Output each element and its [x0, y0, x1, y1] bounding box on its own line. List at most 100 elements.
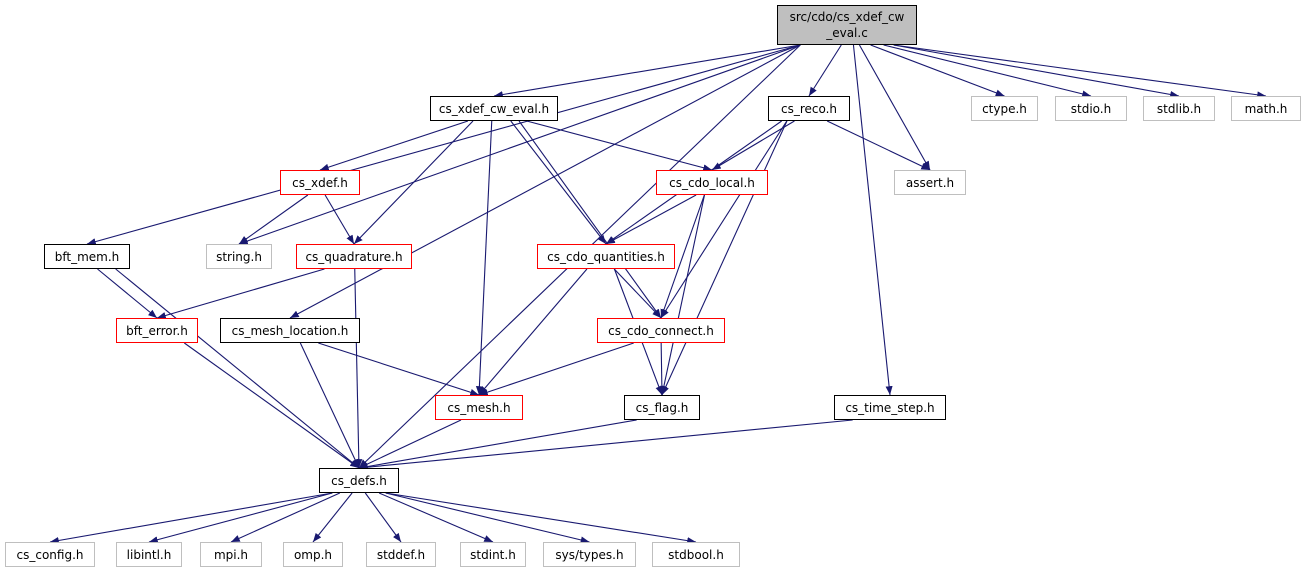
node-label: cs_mesh.h	[447, 400, 511, 415]
node-cs-cdo-connect-h[interactable]: cs_cdo_connect.h	[597, 318, 725, 343]
node-cs-time-step-h[interactable]: cs_time_step.h	[834, 395, 946, 420]
edge-cs-defs-h-to-cs-config-h	[49, 492, 333, 544]
node-label: cs_cdo_quantities.h	[547, 249, 665, 264]
edge-cs-defs-h-to-stdint-h	[378, 492, 494, 543]
node-string-h: string.h	[206, 244, 272, 269]
edge-cs-xdef-cw-eval-h-to-cs-cdo-quantities-h	[510, 120, 607, 245]
edge-cs-xdef-cw-eval-h-to-cs-cdo-local-h	[526, 120, 713, 172]
node-stdbool-h: stdbool.h	[652, 542, 740, 567]
node-label: cs_cdo_local.h	[669, 175, 755, 190]
edge-cs-time-step-h-to-cs-defs-h	[358, 419, 853, 471]
edge-root-to-string-h	[238, 44, 801, 245]
edge-cs-defs-h-to-mpi-h	[230, 492, 341, 543]
node-label: stdint.h	[470, 547, 516, 562]
edge-cs-cdo-local-h-to-cs-flag-h	[660, 194, 706, 396]
node-cs-reco-h[interactable]: cs_reco.h	[768, 96, 850, 121]
edge-cs-reco-h-to-cs-cdo-connect-h	[660, 120, 788, 319]
edge-root-to-stdlib-h	[893, 44, 1180, 98]
node-cs-xdef-cw-eval-h[interactable]: cs_xdef_cw_eval.h	[430, 96, 558, 121]
edge-cs-xdef-cw-eval-h-to-cs-mesh-h	[475, 120, 493, 396]
node-assert-h: assert.h	[894, 170, 966, 195]
node-math-h: math.h	[1231, 96, 1301, 121]
node-cs-mesh-location-h[interactable]: cs_mesh_location.h	[220, 318, 360, 343]
edge-cs-defs-h-to-omp-h	[312, 492, 353, 543]
node-stdlib-h: stdlib.h	[1143, 96, 1215, 121]
node-label: cs_mesh_location.h	[231, 323, 349, 338]
edge-root-to-cs-reco-h	[808, 44, 842, 97]
node-label: cs_flag.h	[635, 400, 689, 415]
edge-cs-quadrature-h-to-cs-defs-h	[354, 268, 363, 469]
node-label: cs_xdef_cw_eval.h	[438, 101, 550, 116]
node-label: bft_mem.h	[54, 249, 120, 264]
node-label: cs_time_step.h	[845, 400, 935, 415]
edge-cs-xdef-cw-eval-h-to-cs-quadrature-h	[353, 120, 474, 245]
node-label: stdlib.h	[1156, 101, 1202, 116]
node-label: mpi.h	[213, 547, 249, 562]
node-ctype-h: ctype.h	[971, 96, 1038, 121]
node-label: cs_quadrature.h	[305, 249, 403, 264]
node-bft-error-h[interactable]: bft_error.h	[116, 318, 198, 343]
edge-cs-xdef-cw-eval-h-to-cs-xdef-h	[319, 120, 469, 171]
node-label: cs_cdo_connect.h	[608, 323, 714, 338]
edge-cs-cdo-connect-h-to-cs-mesh-h	[478, 342, 634, 396]
edge-cs-defs-h-to-sys-types-h	[385, 492, 590, 544]
node-cs-cdo-quantities-h[interactable]: cs_cdo_quantities.h	[537, 244, 675, 269]
edge-cs-defs-h-to-libintl-h	[148, 492, 333, 544]
edge-cs-mesh-h-to-cs-defs-h	[358, 419, 462, 469]
node-stdint-h: stdint.h	[460, 542, 526, 567]
edge-cs-cdo-local-h-to-cs-cdo-quantities-h	[605, 194, 697, 245]
edge-cs-xdef-h-to-string-h	[238, 194, 309, 245]
node-cs-defs-h[interactable]: cs_defs.h	[319, 468, 399, 493]
node-label: ctype.h	[982, 101, 1027, 116]
edge-cs-cdo-quantities-h-to-cs-cdo-connect-h	[613, 268, 662, 319]
edge-cs-mesh-location-h-to-cs-mesh-h	[318, 342, 480, 396]
node-label: cs_xdef.h	[292, 175, 348, 190]
node-label: stdbool.h	[668, 547, 724, 562]
node-bft-mem-h[interactable]: bft_mem.h	[44, 244, 130, 269]
edge-bft-error-h-to-cs-defs-h	[184, 342, 360, 469]
edge-cs-defs-h-to-stdbool-h	[385, 492, 697, 545]
edge-root-to-cs-time-step-h	[852, 44, 893, 396]
edge-cs-quadrature-h-to-bft-error-h	[156, 268, 325, 319]
node-label: stdio.h	[1070, 101, 1112, 116]
node-stdio-h: stdio.h	[1055, 96, 1127, 121]
node-label: sys/types.h	[555, 547, 624, 562]
node-sys-types-h: sys/types.h	[543, 542, 636, 567]
edge-layer	[49, 44, 1267, 545]
edge-root-to-assert-h	[858, 44, 931, 171]
edge-root-to-cs-xdef-cw-eval-h	[493, 44, 801, 99]
edge-cs-cdo-local-h-to-cs-cdo-connect-h	[660, 194, 705, 319]
node-cs-xdef-h[interactable]: cs_xdef.h	[280, 170, 360, 195]
node-root: src/cdo/cs_xdef_cw _eval.c	[777, 5, 917, 45]
node-cs-mesh-h[interactable]: cs_mesh.h	[435, 395, 523, 420]
node-cs-config-h: cs_config.h	[5, 542, 95, 567]
node-libintl-h: libintl.h	[116, 542, 182, 567]
node-root-label-line2: _eval.c	[826, 26, 868, 40]
edge-cs-xdef-h-to-cs-quadrature-h	[324, 194, 355, 245]
edge-cs-mesh-location-h-to-cs-defs-h	[299, 342, 360, 469]
node-label: cs_reco.h	[780, 101, 838, 116]
edge-root-to-ctype-h	[870, 44, 1005, 97]
edge-root-to-bft-mem-h	[86, 44, 801, 246]
edge-cs-reco-h-to-cs-cdo-local-h	[711, 120, 795, 171]
node-label: string.h	[216, 249, 262, 264]
node-root-label-line1: src/cdo/cs_xdef_cw	[789, 10, 905, 24]
edge-cs-defs-h-to-stddef-h	[364, 492, 402, 543]
edge-cs-reco-h-to-assert-h	[826, 120, 931, 171]
edge-bft-mem-h-to-bft-error-h	[97, 268, 158, 319]
node-cs-cdo-local-h[interactable]: cs_cdo_local.h	[656, 170, 768, 195]
node-cs-flag-h[interactable]: cs_flag.h	[624, 395, 700, 420]
edge-cs-reco-h-to-cs-flag-h	[661, 120, 788, 396]
edge-root-to-math-h	[893, 44, 1267, 99]
node-stddef-h: stddef.h	[366, 542, 436, 567]
edge-cs-cdo-quantities-h-to-cs-mesh-h	[478, 268, 588, 396]
node-label: assert.h	[905, 175, 955, 190]
node-label: omp.h	[293, 547, 333, 562]
node-label: libintl.h	[126, 547, 172, 562]
node-omp-h: omp.h	[283, 542, 343, 567]
edge-root-to-cs-mesh-location-h	[289, 44, 801, 319]
node-cs-quadrature-h[interactable]: cs_quadrature.h	[296, 244, 412, 269]
node-label: cs_config.h	[16, 547, 84, 562]
edge-root-to-stdio-h	[883, 44, 1092, 98]
